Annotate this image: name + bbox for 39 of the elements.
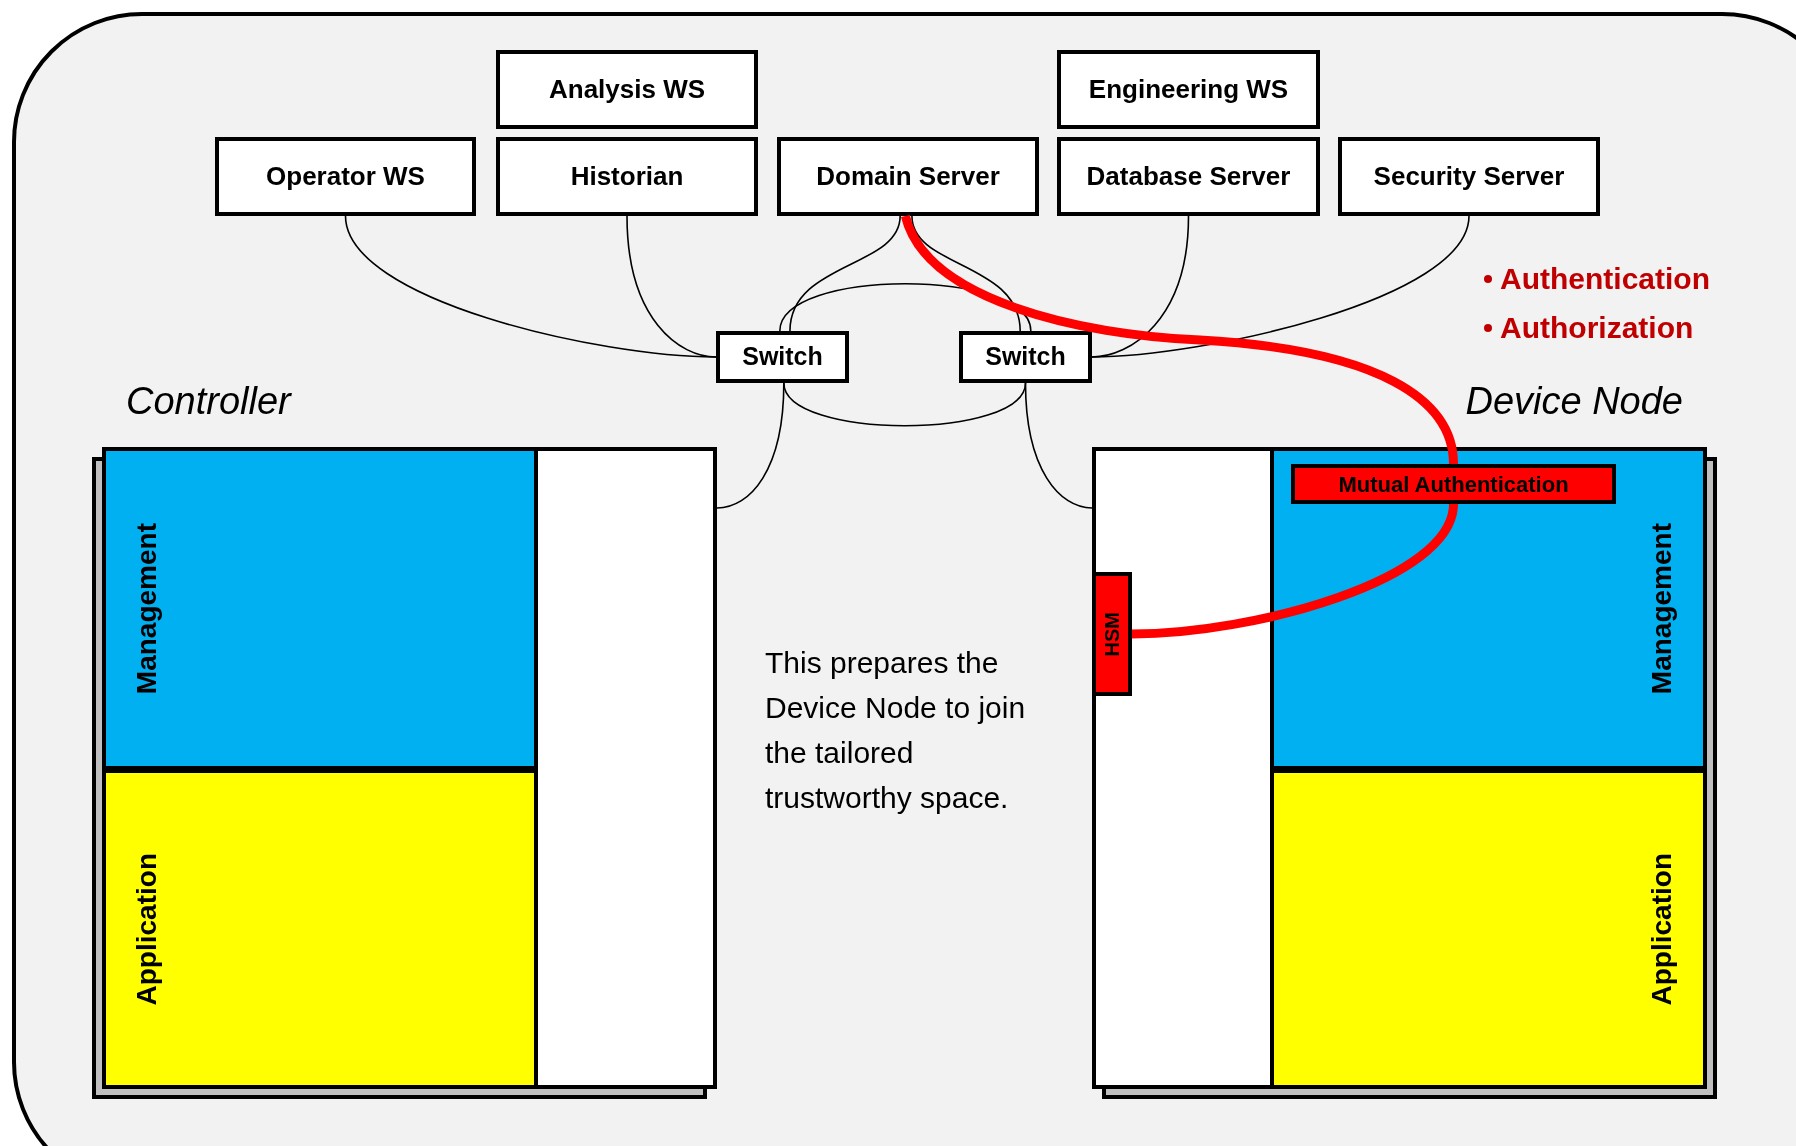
device-title: Device Node (1465, 379, 1683, 424)
switch-box (716, 331, 849, 383)
node-label: Database Server (1086, 160, 1291, 193)
network-link (789, 215, 901, 332)
node-label: Engineering WS (1088, 73, 1289, 106)
server-box (496, 137, 758, 216)
node-label: Analysis WS (548, 73, 706, 106)
server-box (1057, 50, 1320, 129)
authentication-bar (1291, 464, 1616, 504)
layer-label: Application (130, 852, 163, 1006)
trust-path (1131, 503, 1458, 639)
network-link (716, 382, 785, 509)
server-box (777, 137, 1039, 216)
network-link (1024, 382, 1093, 509)
network-link (911, 215, 1021, 332)
layer-label: HSM (1100, 611, 1124, 657)
node-label: Security Server (1373, 160, 1565, 193)
network-link (626, 215, 717, 358)
node-label: Switch (742, 341, 823, 373)
node-label: Switch (985, 341, 1066, 373)
server-box (215, 137, 476, 216)
security-function: Authorization (1500, 310, 1694, 346)
device-title: Controller (126, 379, 291, 424)
node-label: Domain Server (816, 160, 1000, 193)
note-paragraph: This prepares the Device Node to join the tailored trustworthy space. (765, 645, 1027, 816)
network-link (783, 382, 1027, 427)
layer-label: Application (1645, 852, 1678, 1006)
node-label: Operator WS (266, 160, 425, 193)
switch-box (959, 331, 1092, 383)
server-box (1338, 137, 1600, 216)
layer-label: Management (1645, 522, 1678, 695)
layer-label: Management (130, 522, 163, 695)
network-link (1091, 215, 1470, 358)
node-label: Mutual Authentication (1338, 470, 1569, 499)
security-function: Authentication (1500, 261, 1710, 297)
server-box (1057, 137, 1320, 216)
trust-path (901, 214, 1458, 465)
server-box (496, 50, 758, 129)
node-label: Historian (570, 160, 684, 193)
